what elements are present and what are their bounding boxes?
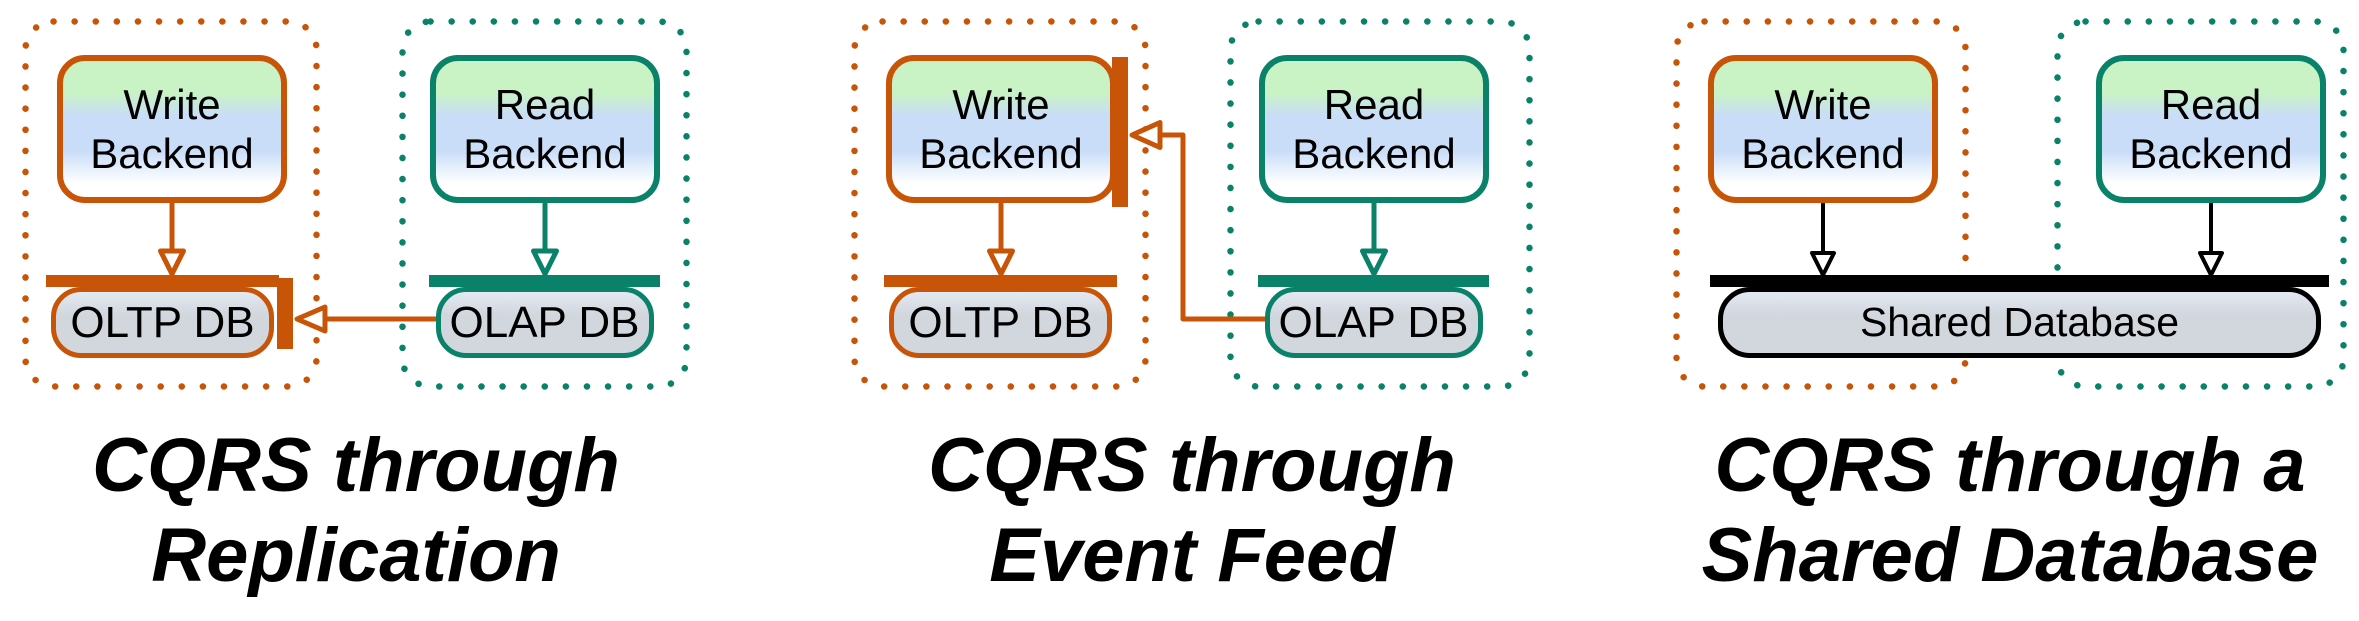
read-side-boundary [1227,18,1533,390]
read-backend-to-shared-db-arrow [2198,203,2224,277]
caption-line-2: Event Feed [989,513,1395,598]
olap-db-node: OLAP DB [429,275,660,358]
panel-shared-database-caption: CQRS through a Shared Database [1672,421,2348,601]
open-arrowhead-icon [2198,251,2224,277]
panel-event-feed: Write Backend Read Backend OLTP DB OLAP … [850,17,1534,621]
write-backend-node: Write Backend [1708,55,1938,203]
caption-line-1: CQRS through a [1714,423,2306,508]
read-backend-to-olap-arrow [1360,203,1388,277]
olap-db-body: OLAP DB [435,287,654,358]
shared-db-cap-bar [1710,275,2329,287]
panel-replication-caption: CQRS through Replication [21,421,691,601]
caption-line-2: Shared Database [1701,513,2319,598]
read-backend-label: Read Backend [2129,81,2293,177]
olap-db-node: OLAP DB [1258,275,1489,358]
event-feed-arrow-olap-to-write-backend [1129,120,1265,322]
read-side-boundary [399,18,690,390]
shared-db-node: Shared Database [1710,275,2329,358]
panel-event-feed-caption: CQRS through Event Feed [850,421,1534,601]
write-backend-label: Write Backend [1741,81,1905,177]
open-arrowhead-icon [987,248,1015,277]
read-backend-label: Read Backend [463,81,627,177]
panel-replication-wires [22,18,690,390]
write-backend-to-oltp-arrow [158,203,186,277]
shared-db-body: Shared Database [1718,287,2321,358]
shared-db-label: Shared Database [1859,299,2180,345]
caption-line-2: Replication [151,513,561,598]
open-arrowhead-icon [1360,248,1388,277]
caption-line-1: CQRS through [928,423,1456,508]
panel-replication: Write Backend Read Backend OLTP DB OLAP … [21,17,691,621]
read-side-boundary [2054,18,2347,390]
open-arrowhead-icon [531,248,559,277]
read-backend-node: Read Backend [1259,55,1489,203]
oltp-db-node: OLTP DB [46,275,279,358]
oltp-db-body: OLTP DB [51,287,274,358]
olap-db-cap-bar [1258,275,1489,287]
caption-line-1: CQRS through [92,423,620,508]
replication-arrow-olap-to-oltp [294,304,436,334]
write-backend-to-oltp-arrow [987,203,1015,277]
oltp-db-port-bar [277,278,293,349]
write-backend-label: Write Backend [919,81,1083,177]
read-backend-node: Read Backend [430,55,660,203]
write-backend-node: Write Backend [57,55,287,203]
olap-db-label: OLAP DB [449,297,640,347]
write-backend-to-shared-db-arrow [1810,203,1836,277]
open-arrowhead-icon [1129,120,1163,150]
open-arrowhead-icon [294,304,328,334]
write-backend-label: Write Backend [90,81,254,177]
olap-db-label: OLAP DB [1278,297,1469,347]
panel-shared-database: Write Backend Read Backend Shared Databa… [1672,17,2348,621]
open-arrowhead-icon [158,248,186,277]
read-backend-to-olap-arrow [531,203,559,277]
open-arrowhead-icon [1810,251,1836,277]
oltp-db-body: OLTP DB [889,287,1112,358]
olap-db-cap-bar [429,275,660,287]
write-backend-port-bar [1112,57,1128,207]
olap-db-body: OLAP DB [1264,287,1483,358]
read-backend-label: Read Backend [1292,81,1456,177]
oltp-db-label: OLTP DB [70,297,255,347]
oltp-db-cap-bar [46,275,279,287]
panel-shared-database-wires [1673,18,2347,390]
oltp-db-node: OLTP DB [884,275,1117,358]
panel-event-feed-wires [851,18,1533,390]
oltp-db-label: OLTP DB [908,297,1093,347]
oltp-db-cap-bar [884,275,1117,287]
write-backend-node: Write Backend [886,55,1116,203]
read-backend-node: Read Backend [2096,55,2326,203]
